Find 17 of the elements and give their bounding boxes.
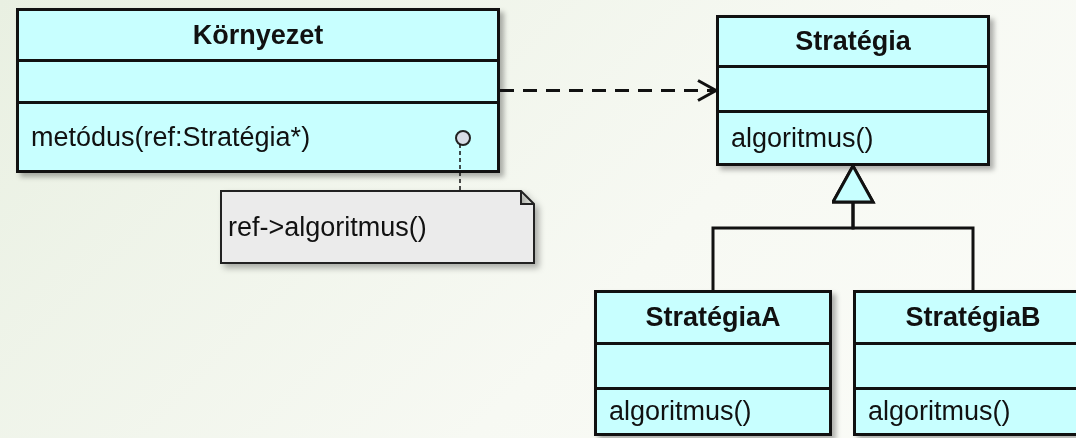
method-text: algoritmus() [868,396,1011,427]
generalization-arrow [831,164,975,290]
class-name: StratégiaB [905,302,1041,333]
class-box [594,290,832,436]
class-name: Stratégia [795,26,911,57]
class-box [716,15,990,166]
dependency-arrow [500,79,718,102]
method-text: metódus(ref:Stratégia*) [31,121,311,153]
note-text: ref->algoritmus() [228,211,427,243]
class-box [853,290,1076,436]
class-name: StratégiaA [645,302,781,333]
method-text: algoritmus() [609,396,752,427]
class-name: Környezet [192,19,324,51]
dashed-line [459,142,461,191]
method-text: algoritmus() [731,122,874,154]
port-circle [455,130,471,146]
class-box [16,8,500,173]
